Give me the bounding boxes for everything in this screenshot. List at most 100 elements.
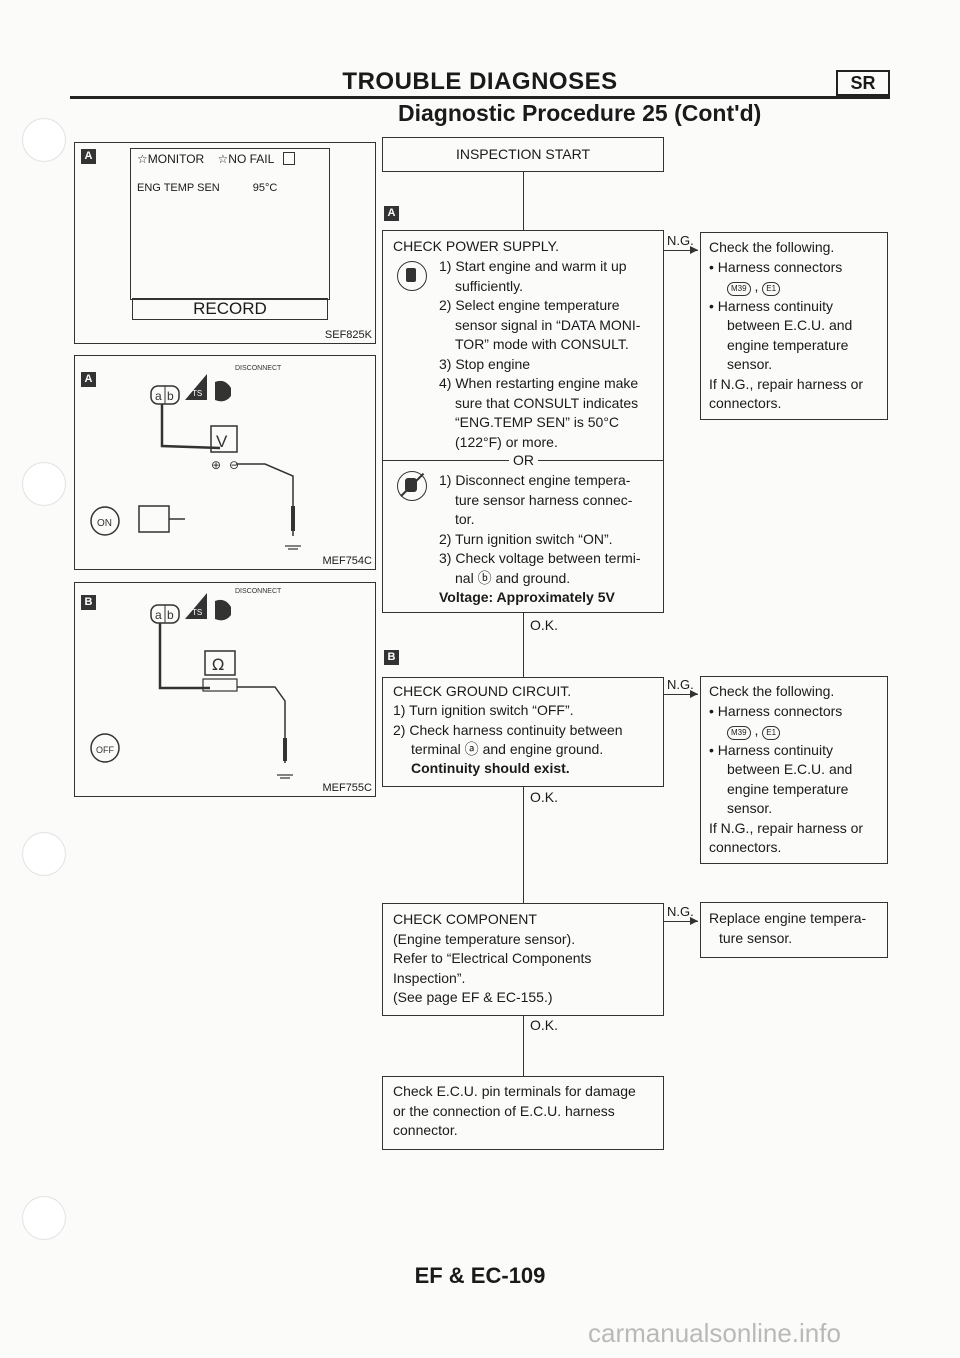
- svg-text:ON: ON: [97, 518, 112, 529]
- connector-m39-icon: M39: [727, 282, 751, 296]
- disconnect-plug-icon: [215, 599, 231, 621]
- disconnect-connector-icon: [397, 471, 427, 501]
- ng-label: N.G.: [667, 904, 694, 919]
- text-line: engine temperature: [727, 780, 849, 797]
- watermark: carmanualsonline.info: [588, 1318, 841, 1348]
- text-line: between E.C.U. and: [727, 317, 853, 333]
- ground-circuit-ng-box: Check the following.• Harness connectors…: [700, 676, 888, 864]
- svg-text:a: a: [155, 389, 162, 403]
- text-line: sufficiently.: [455, 277, 523, 294]
- text-line: 1) Start engine and warm it up: [439, 258, 627, 274]
- text-line: • Harness connectors: [709, 258, 843, 275]
- text-line: tor.: [455, 511, 475, 527]
- svg-text:b: b: [167, 389, 174, 403]
- figure-label: A: [81, 149, 96, 164]
- step-label: A: [384, 206, 399, 221]
- figure-ref: MEF755C: [322, 782, 372, 794]
- text-line: ture sensor.: [719, 929, 793, 946]
- step-label: B: [384, 650, 399, 665]
- flow-connector: [523, 172, 524, 230]
- text-line: 1) Turn ignition switch “OFF”.: [393, 702, 574, 718]
- text-line: • Harness continuity: [709, 297, 833, 314]
- figure-continuity-check: B a b TS DISCONNECT Ω OFF MEF755C: [74, 582, 376, 797]
- binder-hole: [22, 118, 66, 162]
- header-rule: [70, 96, 890, 99]
- page-number: EF & EC-109: [414, 1263, 546, 1288]
- binder-hole: [22, 832, 66, 876]
- text-line: (122°F) or more.: [455, 433, 558, 450]
- text-line: 2) Check harness continuity between: [393, 721, 623, 738]
- text-line: 2) Turn ignition switch “ON”.: [439, 530, 613, 547]
- component-ng-box: Replace engine tempera-ture sensor.: [700, 902, 888, 958]
- bullet-icon: •: [709, 741, 718, 758]
- voltmeter-icon: [210, 425, 238, 453]
- arrow-right-icon: [690, 690, 698, 698]
- connector-symbols: M39 , E1: [709, 721, 885, 741]
- text-line: sensor.: [727, 800, 773, 816]
- text-line: CHECK COMPONENT: [393, 911, 537, 927]
- svg-text:TS: TS: [192, 389, 202, 398]
- voltage-spec: Voltage: Approximately 5V: [439, 589, 615, 605]
- continuity-check-illustration: a b TS DISCONNECT Ω OFF: [90, 588, 293, 779]
- ok-label: O.K.: [530, 617, 559, 633]
- ok-label: O.K.: [530, 1017, 559, 1033]
- connector-m39-icon: M39: [727, 726, 751, 740]
- ng-label: N.G.: [667, 677, 694, 692]
- svg-text:TS: TS: [192, 608, 202, 617]
- ohmmeter-icon: [204, 650, 236, 676]
- meter-label: V: [216, 432, 228, 451]
- disconnect-plug-icon: [215, 380, 231, 402]
- harness-icon: [185, 593, 207, 619]
- binder-hole: [22, 462, 66, 506]
- final-check-box: Check E.C.U. pin terminals for damage or …: [382, 1076, 664, 1150]
- text-line: • Harness continuity: [709, 741, 833, 758]
- continuity-spec: Continuity should exist.: [411, 760, 570, 776]
- text-line: “ENG.TEMP SEN” is 50°C: [455, 414, 620, 430]
- checkbox-icon: [283, 152, 296, 165]
- connector-e1-icon: E1: [762, 726, 781, 740]
- binder-hole: [22, 1196, 66, 1240]
- text-line: sensor.: [727, 356, 773, 372]
- ng-label: N.G.: [667, 233, 694, 248]
- eng-temp-value: 95°C: [252, 182, 278, 194]
- no-fail-label: ☆NO FAIL: [217, 152, 274, 166]
- flow-connector: [523, 1016, 524, 1076]
- text-line: Check the following.: [709, 239, 835, 255]
- section-badge: SR: [836, 70, 890, 96]
- text-line: connectors.: [709, 839, 782, 855]
- text-line: TOR” mode with CONSULT.: [455, 336, 629, 352]
- svg-text:a: a: [155, 608, 162, 622]
- page-subtitle: Diagnostic Procedure 25 (Cont'd): [398, 100, 762, 126]
- bullet-icon: •: [709, 702, 718, 719]
- text-line: 3) Stop engine: [439, 355, 531, 372]
- figure-voltage-check: A a b TS DISCONNECT V ⊕ ⊖ ON MEF754C: [74, 355, 376, 570]
- bullet-icon: •: [709, 297, 718, 314]
- voltage-check-illustration: a b TS DISCONNECT V ⊕ ⊖ ON: [90, 365, 301, 550]
- svg-text:⊖: ⊖: [229, 458, 239, 472]
- monitor-label: ☆MONITOR: [137, 152, 205, 166]
- text-line: connectors.: [709, 395, 782, 411]
- record-button: RECORD: [132, 298, 328, 320]
- ignition-off-icon: [90, 733, 120, 763]
- engine-running-icon: [397, 261, 427, 291]
- ignition-on-icon: [90, 506, 120, 536]
- text-line: 2) Select engine temperature: [439, 297, 620, 313]
- text-line: Check E.C.U. pin terminals for damage: [393, 1083, 636, 1099]
- text-line: Replace engine tempera-: [709, 910, 867, 926]
- text-line: sensor signal in “DATA MONI-: [455, 316, 641, 333]
- figure-label: B: [81, 595, 96, 610]
- check-power-supply-box: CHECK POWER SUPPLY. 1) Start engine and …: [382, 230, 664, 613]
- text-line: Refer to “Electrical Components: [393, 950, 592, 966]
- power-supply-ng-box: Check the following. • Harness connectors…: [700, 232, 888, 420]
- text-line: 1) Disconnect engine tempera-: [439, 472, 631, 488]
- figure-consult-screen: A ☆MONITOR ☆NO FAIL ENG TEMP SEN 95°C RE…: [74, 142, 376, 344]
- inspection-start-box: INSPECTION START: [382, 137, 664, 172]
- consult-display: ☆MONITOR ☆NO FAIL ENG TEMP SEN 95°C: [130, 148, 330, 300]
- text-line: Check the following.: [709, 683, 835, 699]
- text-line: between E.C.U. and: [727, 761, 853, 777]
- text-line: or the connection of E.C.U. harness: [393, 1102, 615, 1119]
- harness-icon: [185, 374, 207, 400]
- or-divider: OR: [509, 451, 538, 469]
- ok-label: O.K.: [530, 789, 559, 805]
- connector-symbols: M39 , E1: [709, 277, 885, 297]
